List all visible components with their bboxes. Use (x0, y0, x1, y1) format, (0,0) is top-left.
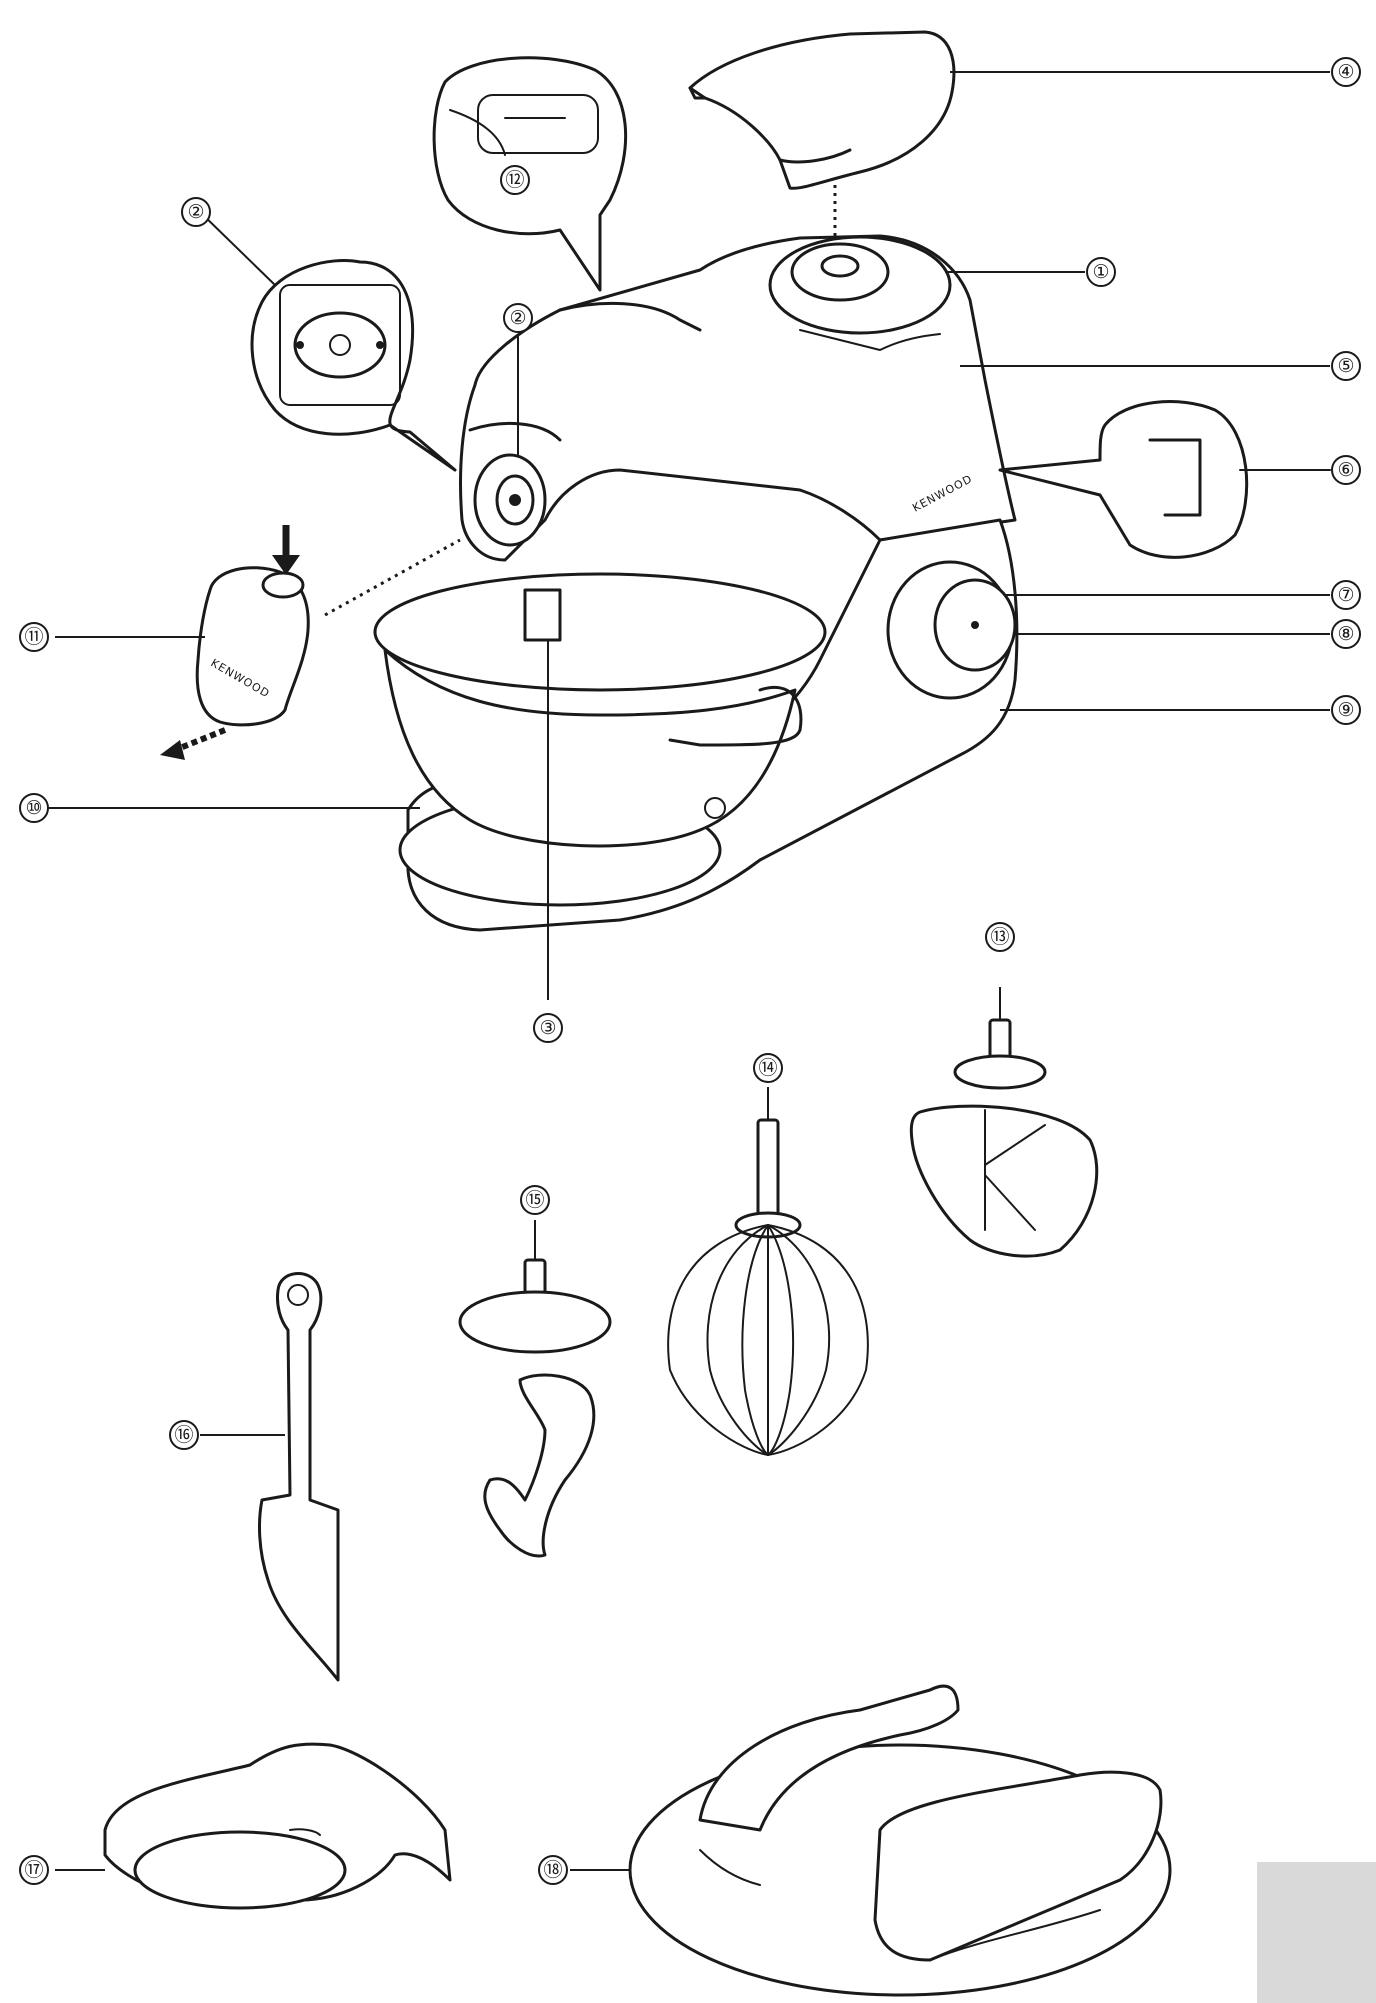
drive-detail-bubble (197, 209, 457, 472)
callout-9: ⑨ (1331, 695, 1361, 725)
page-corner-tab (1257, 1862, 1376, 2003)
callout-4: ④ (1331, 57, 1361, 87)
svg-text:③: ③ (539, 1017, 556, 1039)
callout-11: ⑪ (19, 622, 49, 652)
callout-2: ② (181, 197, 211, 227)
svg-text:⑮: ⑮ (525, 1189, 544, 1211)
callout-6: ⑥ (1331, 455, 1361, 485)
svg-text:⑨: ⑨ (1337, 699, 1354, 721)
drive-cover-illustration: KENWOOD (55, 525, 461, 760)
svg-text:⑫: ⑫ (505, 169, 524, 191)
svg-text:⑤: ⑤ (1337, 355, 1354, 377)
spatula-illustration (200, 1272, 340, 1682)
callout-12: ⑫ (500, 165, 530, 195)
svg-text:②: ② (509, 307, 526, 329)
k-beater-illustration (909, 987, 1099, 1258)
front-drive-illustration (473, 334, 547, 547)
svg-text:⑭: ⑭ (758, 1057, 777, 1079)
svg-text:⑪: ⑪ (24, 626, 43, 648)
callout-3: ③ (533, 1013, 563, 1043)
callout-18: ⑱ (538, 1855, 568, 1885)
callout-10: ⑩ (19, 793, 49, 823)
small-splash-guard-illustration (55, 1742, 452, 1910)
outlet-cover-illustration (688, 30, 1330, 190)
callout-13: ⑬ (985, 922, 1015, 952)
svg-text:⑱: ⑱ (543, 1859, 562, 1881)
callout-2b: ② (503, 303, 533, 333)
svg-text:⑦: ⑦ (1337, 584, 1354, 606)
mixer-head-illustration: KENWOOD (459, 234, 1330, 562)
svg-text:②: ② (187, 201, 204, 223)
svg-text:⑯: ⑯ (174, 1424, 193, 1446)
bowl-illustration (30, 572, 827, 1000)
svg-text:⑬: ⑬ (990, 926, 1009, 948)
splash-guard-illustration (570, 1684, 1172, 1997)
svg-text:⑥: ⑥ (1337, 459, 1354, 481)
dough-hook-illustration (458, 1220, 612, 1558)
callout-8: ⑧ (1331, 619, 1361, 649)
callout-14: ⑭ (753, 1053, 783, 1083)
svg-text:④: ④ (1337, 61, 1354, 83)
callout-15: ⑮ (520, 1185, 550, 1215)
callout-16: ⑯ (169, 1420, 199, 1450)
callout-5: ⑤ (1331, 351, 1361, 381)
lever-detail-bubble (998, 400, 1331, 559)
callout-1: ① (1086, 257, 1116, 287)
svg-text:⑰: ⑰ (24, 1859, 43, 1881)
whisk-illustration (667, 1087, 869, 1456)
cable-detail-bubble (432, 56, 628, 292)
svg-text:①: ① (1092, 261, 1109, 283)
callout-17: ⑰ (19, 1855, 49, 1885)
svg-text:⑩: ⑩ (25, 797, 42, 819)
callout-7: ⑦ (1331, 580, 1361, 610)
svg-text:⑧: ⑧ (1337, 623, 1354, 645)
